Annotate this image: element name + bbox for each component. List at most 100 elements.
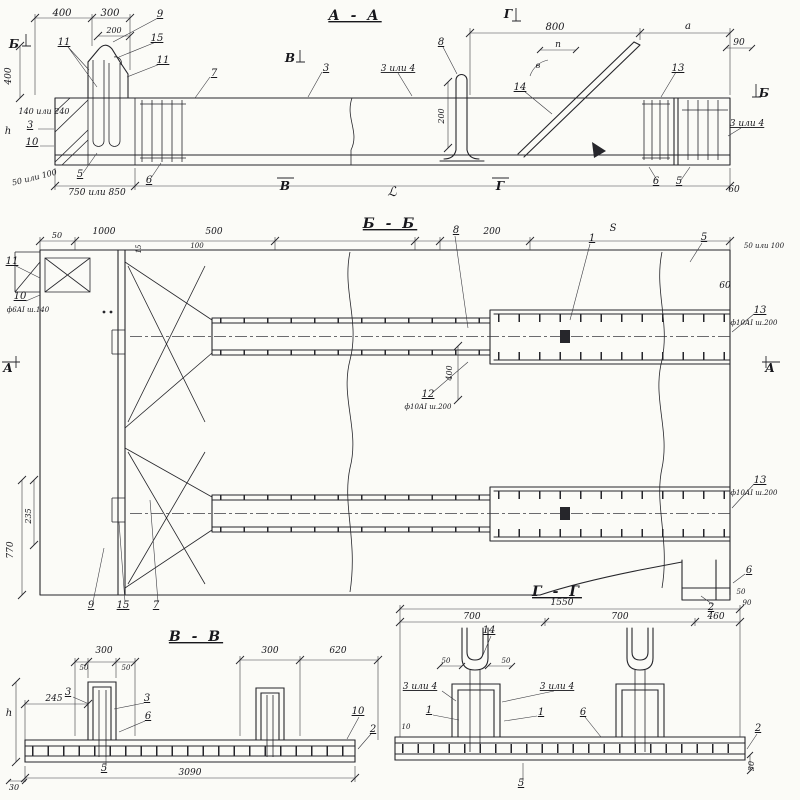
callout-label: 5 bbox=[701, 232, 707, 243]
marker-label: А bbox=[2, 361, 13, 375]
callout-label: 1 bbox=[589, 233, 595, 244]
dimension-label: 400 bbox=[51, 8, 72, 19]
section-aa-dimensions bbox=[15, 8, 761, 191]
callout-label: 12 bbox=[422, 389, 435, 400]
callout-label: 7 bbox=[153, 600, 160, 611]
callout-label: 10 bbox=[26, 137, 39, 148]
section-bb-title: Б - Б bbox=[362, 216, 417, 232]
callout-label: 14 bbox=[483, 625, 496, 636]
dimension-label: h bbox=[6, 708, 12, 719]
marker-label: Б bbox=[758, 86, 769, 100]
spec-label: ф10АI ш.200 bbox=[731, 319, 778, 327]
dimension-label: 50 или 100 bbox=[744, 242, 785, 250]
callout-label: 3 bbox=[144, 693, 150, 704]
callout-label: 2 bbox=[369, 724, 376, 735]
dimension-label: 300 bbox=[100, 8, 120, 19]
callout-label: 5 bbox=[518, 778, 524, 789]
dimension-label: 700 bbox=[611, 612, 628, 622]
dimension-label: 50 bbox=[442, 657, 451, 665]
dimension-label: 800 bbox=[545, 22, 565, 33]
callout-label: 13 bbox=[754, 305, 767, 316]
dimension-label: 15 bbox=[135, 244, 143, 253]
callout-label: 5 bbox=[101, 763, 107, 774]
callout-label: 13 bbox=[754, 475, 767, 486]
dimension-label: 50 bbox=[737, 588, 746, 596]
callout-label: 6 bbox=[746, 565, 753, 576]
dimension-label: 770 bbox=[6, 541, 16, 558]
dimension-label: 30 bbox=[9, 783, 19, 792]
callout-label: 5 bbox=[676, 176, 682, 187]
callout-label: 6 bbox=[653, 176, 660, 187]
dimension-label: 50 bbox=[80, 664, 89, 672]
section-aa-drawing bbox=[54, 41, 731, 166]
section-gg-drawing bbox=[394, 627, 746, 761]
dimension-label: 400 bbox=[445, 365, 454, 381]
spec-label: ф6АI ш.140 bbox=[7, 306, 50, 314]
dimension-label: 90 bbox=[733, 38, 745, 48]
callout-label: 13 bbox=[672, 63, 685, 74]
dimension-label: 235 bbox=[24, 508, 33, 524]
dimension-label: h bbox=[5, 126, 11, 137]
dimension-label: 50 bbox=[52, 231, 62, 240]
dimension-label: 140 или 240 bbox=[18, 107, 69, 116]
dimension-label: 750 или 850 bbox=[68, 188, 126, 198]
dimension-label: а bbox=[685, 21, 691, 32]
section-vv-drawing bbox=[24, 681, 356, 763]
marker-label: А bbox=[764, 361, 775, 375]
spec-label: ф10АI ш.200 bbox=[731, 489, 778, 497]
dimension-label: 60 bbox=[719, 281, 731, 291]
dimension-label: 60 bbox=[728, 185, 740, 195]
dimension-label: 200 bbox=[437, 108, 446, 124]
callout-label: 10 bbox=[352, 706, 365, 717]
dimension-label: 3090 bbox=[179, 768, 202, 778]
dimension-label: 200 bbox=[105, 26, 121, 35]
labels-layer: 400 300 200 800 а n в 90 400 140 или 240 h 3 10 50 ил… bbox=[2, 7, 785, 792]
callout-label: 9 bbox=[88, 600, 95, 611]
dimension-label: 620 bbox=[329, 646, 346, 656]
dimension-label: 90 bbox=[743, 599, 752, 607]
callout-label: 10 bbox=[14, 291, 27, 302]
callout-label: 9 bbox=[157, 9, 164, 20]
callout-label: 2 bbox=[707, 602, 714, 613]
callout-label: 2 bbox=[754, 723, 761, 734]
callout-label: 15 bbox=[117, 600, 130, 611]
callout-label: 3 или 4 bbox=[730, 119, 765, 129]
dimension-label: 50 или 100 bbox=[11, 168, 58, 188]
callout-label: 6 bbox=[145, 711, 152, 722]
callout-label: 3 или 4 bbox=[540, 682, 575, 692]
marker-label: Г bbox=[495, 179, 505, 193]
dimension-label: ℒ bbox=[387, 185, 397, 200]
dimension-label: 700 bbox=[463, 612, 480, 622]
callout-label: 3 bbox=[65, 687, 71, 698]
spec-label: ф10АI ш.200 bbox=[405, 403, 452, 411]
callout-label: 6 bbox=[146, 175, 153, 186]
dimension-label: 1000 bbox=[93, 227, 116, 237]
callout-label: 3 или 4 bbox=[403, 682, 438, 692]
dimension-label: 500 bbox=[205, 227, 222, 237]
marker-label: В bbox=[279, 179, 290, 193]
section-gg-title: Г - Г bbox=[531, 584, 582, 600]
section-vv-title: В - В bbox=[168, 629, 223, 645]
dimension-label: 400 bbox=[4, 67, 14, 85]
section-vv-dimensions bbox=[5, 655, 383, 785]
marker-label: В bbox=[284, 51, 295, 65]
dimension-label: в bbox=[536, 61, 541, 70]
callout-label: 11 bbox=[6, 256, 19, 267]
callout-label: 3 bbox=[27, 120, 33, 131]
callout-label: 14 bbox=[514, 82, 527, 93]
callout-label: 8 bbox=[453, 225, 459, 236]
dimension-label: n bbox=[555, 40, 561, 50]
callout-label: 3 bbox=[323, 63, 329, 74]
section-bb-dimensions bbox=[2, 235, 780, 605]
callout-label: 3 или 4 bbox=[381, 64, 416, 74]
callout-label: 15 bbox=[151, 33, 164, 44]
dimension-label: 30 bbox=[747, 761, 756, 771]
dimension-label: 300 bbox=[95, 646, 112, 656]
section-bb-drawing bbox=[14, 249, 731, 601]
dimension-label: 100 bbox=[190, 242, 204, 250]
callout-label: 11 bbox=[58, 37, 71, 48]
callout-label: 1 bbox=[426, 705, 432, 716]
marker-label: Б bbox=[8, 37, 19, 51]
